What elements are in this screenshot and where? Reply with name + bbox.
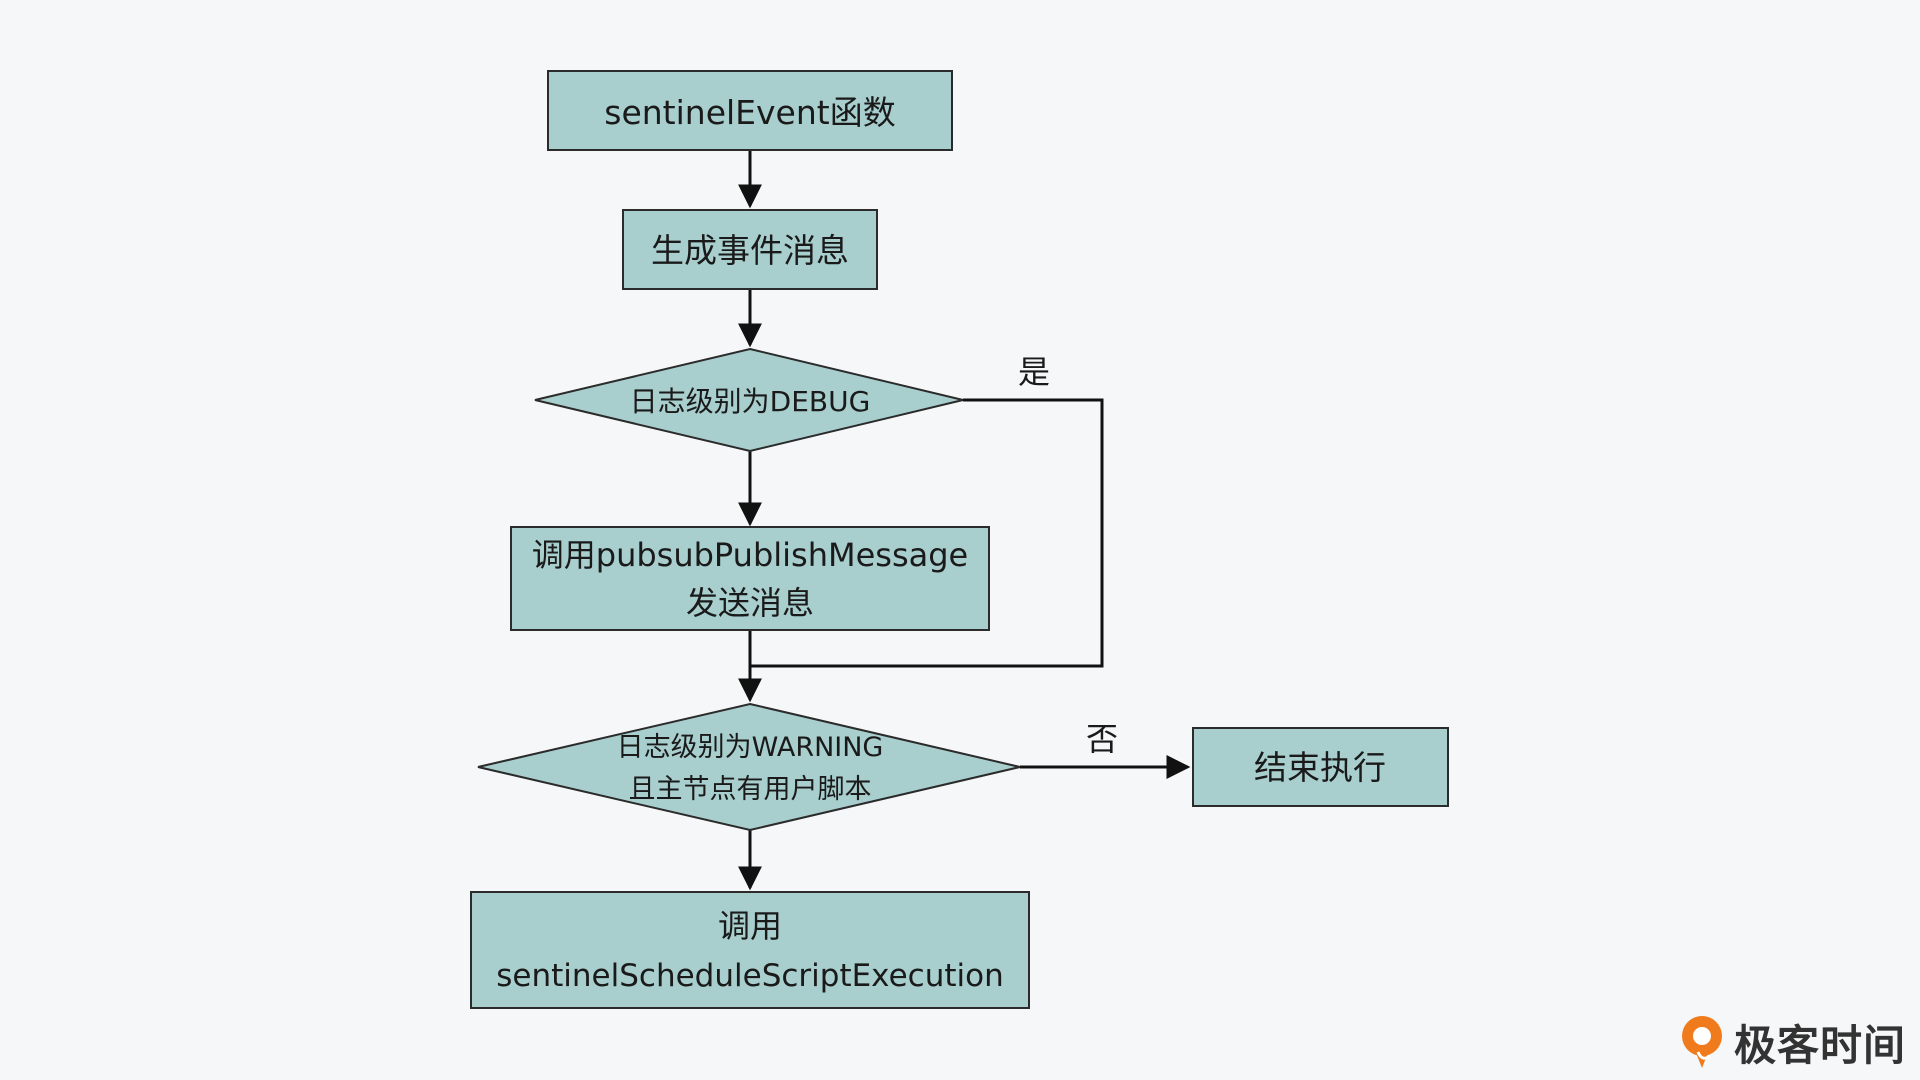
node-schedule-label-line1: 调用 <box>718 907 782 945</box>
node-warning-check-diamond <box>477 702 1021 832</box>
node-publish-label-line1: 调用pubsubPublishMessage <box>532 536 969 574</box>
edge-label-no: 否 <box>1086 720 1118 758</box>
node-warning-check-label-line1: 日志级别为WARNING <box>617 732 884 763</box>
node-schedule: 调用 sentinelScheduleScriptExecution <box>470 891 1030 1009</box>
node-debug-check-diamond <box>534 347 964 453</box>
edges <box>738 150 1191 891</box>
node-warning-check: 日志级别为WARNING 且主节点有用户脚本 <box>477 702 1021 832</box>
node-debug-check: 日志级别为DEBUG <box>534 347 964 453</box>
node-end-exec-label: 结束执行 <box>1254 748 1386 787</box>
brand-name: 极客时间 <box>1734 1020 1907 1070</box>
node-publish-box <box>510 526 990 631</box>
node-end-exec: 结束执行 <box>1192 727 1449 807</box>
node-debug-check-label: 日志级别为DEBUG <box>630 385 871 418</box>
node-generate-box <box>622 209 878 290</box>
node-schedule-box <box>470 891 1030 1009</box>
node-start-box <box>547 70 953 151</box>
node-schedule-label-line2: sentinelScheduleScriptExecution <box>496 958 1003 994</box>
brand-watermark: 极客时间 <box>1676 1012 1906 1072</box>
geektime-logo-icon <box>1682 1016 1722 1068</box>
node-end-exec-box <box>1192 727 1449 807</box>
node-publish-label-line2: 发送消息 <box>686 584 814 622</box>
node-warning-check-label-line2: 且主节点有用户脚本 <box>629 774 872 805</box>
node-generate: 生成事件消息 <box>622 209 878 290</box>
node-publish: 调用pubsubPublishMessage 发送消息 <box>510 526 990 631</box>
node-start: sentinelEvent函数 <box>547 70 953 151</box>
edge-label-yes: 是 <box>1018 353 1050 391</box>
node-start-label: sentinelEvent函数 <box>604 93 895 132</box>
node-generate-label: 生成事件消息 <box>651 231 849 270</box>
edge-debug-yes-bypass <box>750 398 1104 668</box>
